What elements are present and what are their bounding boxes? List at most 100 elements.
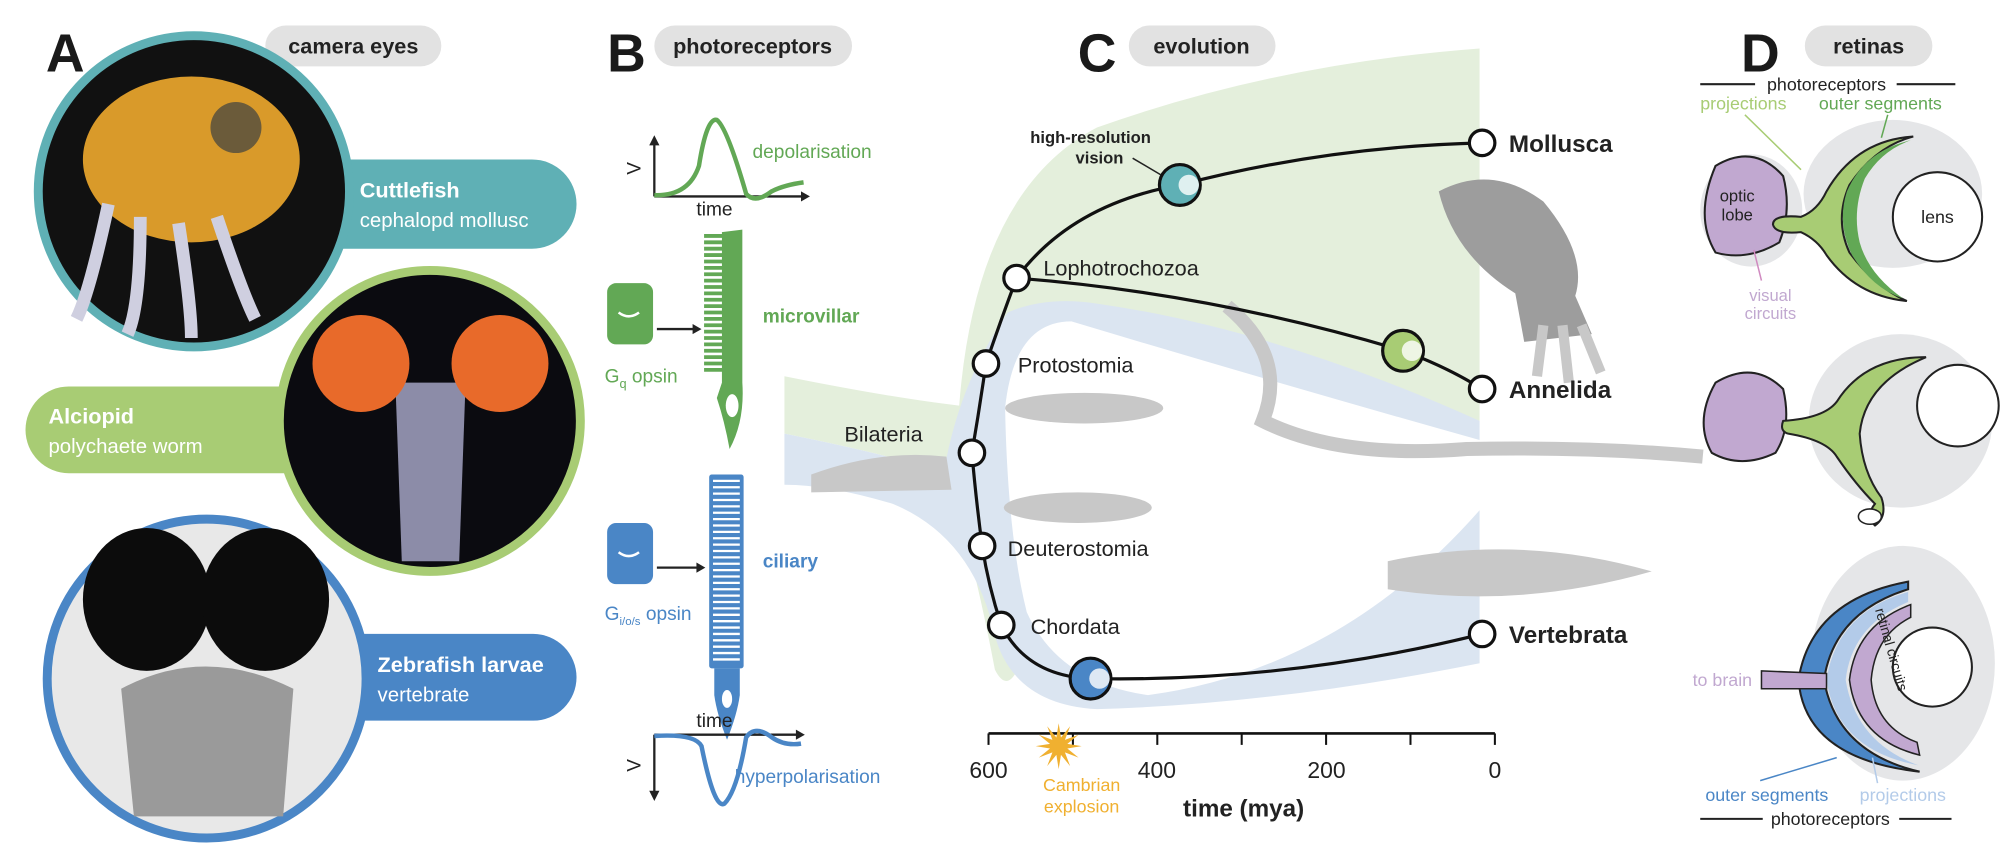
node-chordata[interactable] xyxy=(986,610,1016,640)
label-bilateria: Bilateria xyxy=(844,421,923,446)
title-pill xyxy=(1804,25,1933,67)
ciliary-label: ciliary xyxy=(763,552,819,573)
cuttlefish-eye xyxy=(210,102,262,154)
depol-label: depolarisation xyxy=(753,142,872,163)
outer-segments-label: outer segments xyxy=(1705,785,1828,805)
cambrian-explosion-star-icon xyxy=(1035,723,1082,770)
hyperpol-label: hyperpolarisation xyxy=(735,767,881,788)
cuttlefish-name: Cuttlefish xyxy=(360,178,460,203)
title-pill xyxy=(265,25,442,67)
optic-lobe-label: optic xyxy=(1720,187,1755,206)
to-brain-label: to brain xyxy=(1693,670,1753,690)
zebrafish-silhouette xyxy=(1387,549,1652,597)
evolution-shading xyxy=(784,48,1480,710)
panel-a-title: camera eyes xyxy=(288,34,418,59)
annotation-vision: vision xyxy=(1076,148,1124,167)
zebrafish-eye-left xyxy=(82,528,211,671)
depolarisation-trace xyxy=(654,117,804,201)
depol-y-label: V xyxy=(624,162,645,175)
annotation-high-resolution: high-resolution xyxy=(1030,128,1151,147)
optic-lobe-label-2: lobe xyxy=(1722,206,1753,225)
tip-vertebrata[interactable] xyxy=(1467,619,1497,649)
depol-x-label: time xyxy=(696,200,732,221)
vertebrate-retina: to brain retinal circuits outer segments… xyxy=(1693,545,1995,829)
depolarisation-graph: V time depolarisation xyxy=(624,117,872,221)
alciopid-name: Alciopid xyxy=(48,403,133,428)
tick-label: 600 xyxy=(969,757,1007,783)
gios-opsin-icon xyxy=(607,522,654,585)
title-pill xyxy=(1128,25,1276,67)
panel-b-title: photoreceptors xyxy=(673,34,832,59)
tip-mollusca[interactable] xyxy=(1467,128,1497,158)
panel-c-title: evolution xyxy=(1153,34,1249,59)
cuttlefish-silhouette xyxy=(1438,179,1592,342)
annelid-retina xyxy=(1702,334,2000,527)
gq-opsin-icon xyxy=(607,283,654,345)
panel-a: A camera eyes Cuttlefish cephalopd mollu… xyxy=(25,24,585,843)
alciopid-eye-left xyxy=(312,315,410,412)
alciopid-body xyxy=(395,382,466,562)
zebrafish-desc: vertebrate xyxy=(378,685,470,707)
panel-letter-a: A xyxy=(46,24,85,83)
annelid-worm-silhouette xyxy=(1222,300,1704,464)
gios-opsin-label: Gi/o/s opsin xyxy=(605,604,692,628)
label-protostomia: Protostomia xyxy=(1018,352,1135,377)
hyperpolarisation-trace xyxy=(654,728,802,807)
projections-label: projections xyxy=(1700,94,1786,114)
hyperpol-x-label: time xyxy=(696,711,732,732)
node-protostomia[interactable] xyxy=(971,349,1001,378)
panel-letter-b: B xyxy=(607,24,646,83)
panel-d-title: retinas xyxy=(1833,34,1904,59)
deuterostome-silhouette xyxy=(1003,492,1152,523)
event-label-cambrian: Cambrian xyxy=(1043,775,1120,795)
panel-c: C evolution xyxy=(811,24,1704,822)
projections-label: projections xyxy=(1860,785,1946,805)
tick-label: 0 xyxy=(1489,757,1502,783)
photoreceptors-footer: photoreceptors xyxy=(1771,809,1890,829)
tick-label: 200 xyxy=(1307,757,1345,783)
cuttlefish-desc: cephalopd mollusc xyxy=(360,210,529,232)
bilaterian-ancestor-silhouette xyxy=(811,454,952,493)
alciopid-eye-right xyxy=(451,315,549,412)
label-deuterostomia: Deuterostomia xyxy=(1008,536,1150,561)
axis-label: time (mya) xyxy=(1183,795,1304,822)
panel-b: B photoreceptors V time depolarisation G… xyxy=(605,24,881,807)
label-annelida: Annelida xyxy=(1509,377,1612,404)
mollusc-retina: photoreceptors projections outer segment… xyxy=(1700,75,1984,323)
zebrafish-name: Zebrafish larvae xyxy=(378,652,544,677)
alciopid-desc: polychaete worm xyxy=(48,436,202,458)
photoreceptors-header: photoreceptors xyxy=(1767,75,1886,95)
visual-circuits-label-2: circuits xyxy=(1745,304,1797,323)
hyperpol-y-label: V xyxy=(624,759,645,772)
microvillar-label: microvillar xyxy=(763,307,860,328)
protostome-silhouette xyxy=(1005,392,1164,424)
panel-letter-c: C xyxy=(1078,24,1117,83)
tree-nodes xyxy=(957,128,1497,701)
panel-d: D retinas photoreceptors projections out… xyxy=(1693,24,2000,829)
time-axis: 600 400 200 0 time (mya) xyxy=(969,732,1502,822)
node-deuterostomia[interactable] xyxy=(967,531,997,561)
panel-letter-d: D xyxy=(1741,24,1780,83)
tick-label: 400 xyxy=(1138,757,1176,783)
alciopid-label-pill xyxy=(25,386,332,474)
visual-circuits-label: visual xyxy=(1749,286,1791,305)
deuterostome-shading xyxy=(784,301,1480,710)
microvillar-photoreceptor xyxy=(704,229,743,449)
protostome-shading xyxy=(784,48,1480,681)
ciliary-photoreceptor xyxy=(709,474,744,740)
tip-annelida[interactable] xyxy=(1467,374,1497,404)
gq-opsin-label: Gq opsin xyxy=(605,367,678,391)
zebrafish-eye-right xyxy=(201,528,330,671)
hyperpolarisation-graph: V time hyperpolarisation xyxy=(624,711,881,807)
lens-label: lens xyxy=(1921,207,1954,227)
node-bilateria[interactable] xyxy=(957,438,987,468)
title-pill xyxy=(654,25,853,67)
label-chordata: Chordata xyxy=(1031,614,1121,639)
label-vertebrata: Vertebrata xyxy=(1509,622,1628,649)
animal-silhouettes xyxy=(811,179,1704,597)
cuttlefish-arms xyxy=(70,202,261,339)
cuttlefish-body xyxy=(82,76,300,243)
node-lophotrochozoa[interactable] xyxy=(1002,263,1031,293)
outer-segments-label: outer segments xyxy=(1819,94,1942,114)
